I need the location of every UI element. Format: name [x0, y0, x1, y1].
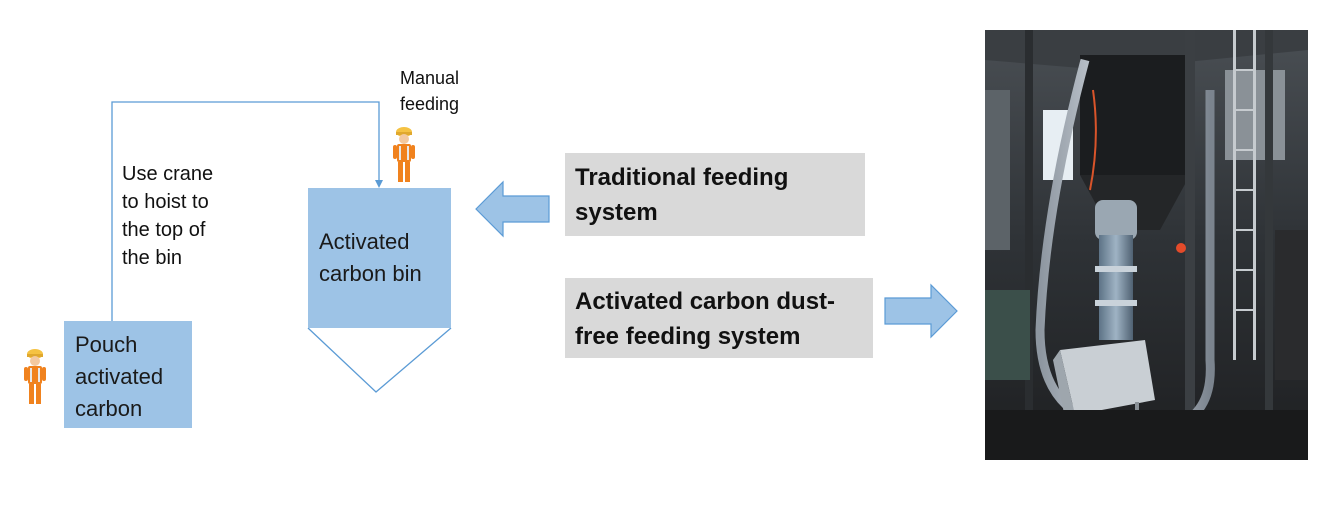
crane-connector-line: [111, 101, 380, 321]
manual-text-line: Manual: [400, 68, 460, 88]
dustfree-label-line: Activated carbon dust-: [575, 288, 836, 315]
hopper-cone: [307, 327, 452, 393]
worker-icon: [393, 127, 415, 182]
traditional-feeding-label: Traditional feeding system: [565, 153, 865, 236]
bin-label-line: Activated: [319, 229, 410, 254]
traditional-label-line: system: [575, 199, 658, 226]
manual-feeding-text: Manual feeding: [400, 65, 500, 117]
activated-carbon-bin-box: Activated carbon bin: [308, 188, 451, 328]
dustfree-label-line: free feeding system: [575, 323, 801, 350]
right-arrow-icon: [884, 283, 958, 339]
pouch-activated-carbon-box: Pouch activated carbon: [64, 321, 192, 428]
worker-icon: [24, 349, 46, 404]
pouch-label-line: carbon: [75, 396, 143, 421]
feeding-system-photo: [985, 30, 1308, 460]
connector-arrowhead: [375, 180, 383, 188]
bin-label-line: carbon bin: [319, 261, 422, 286]
crane-text-line: the top of: [122, 219, 206, 241]
pouch-label-line: activated: [75, 364, 164, 389]
pouch-label-line: Pouch: [75, 332, 138, 357]
crane-instruction-text: Use crane to hoist to the top of the bin: [122, 160, 272, 272]
manual-text-line: feeding: [400, 94, 460, 114]
crane-text-line: Use crane: [122, 163, 214, 185]
crane-text-line: the bin: [122, 247, 183, 269]
left-arrow-icon: [475, 180, 550, 238]
crane-text-line: to hoist to: [122, 191, 209, 213]
dust-free-feeding-label: Activated carbon dust- free feeding syst…: [565, 278, 873, 358]
traditional-label-line: Traditional feeding: [575, 164, 789, 191]
